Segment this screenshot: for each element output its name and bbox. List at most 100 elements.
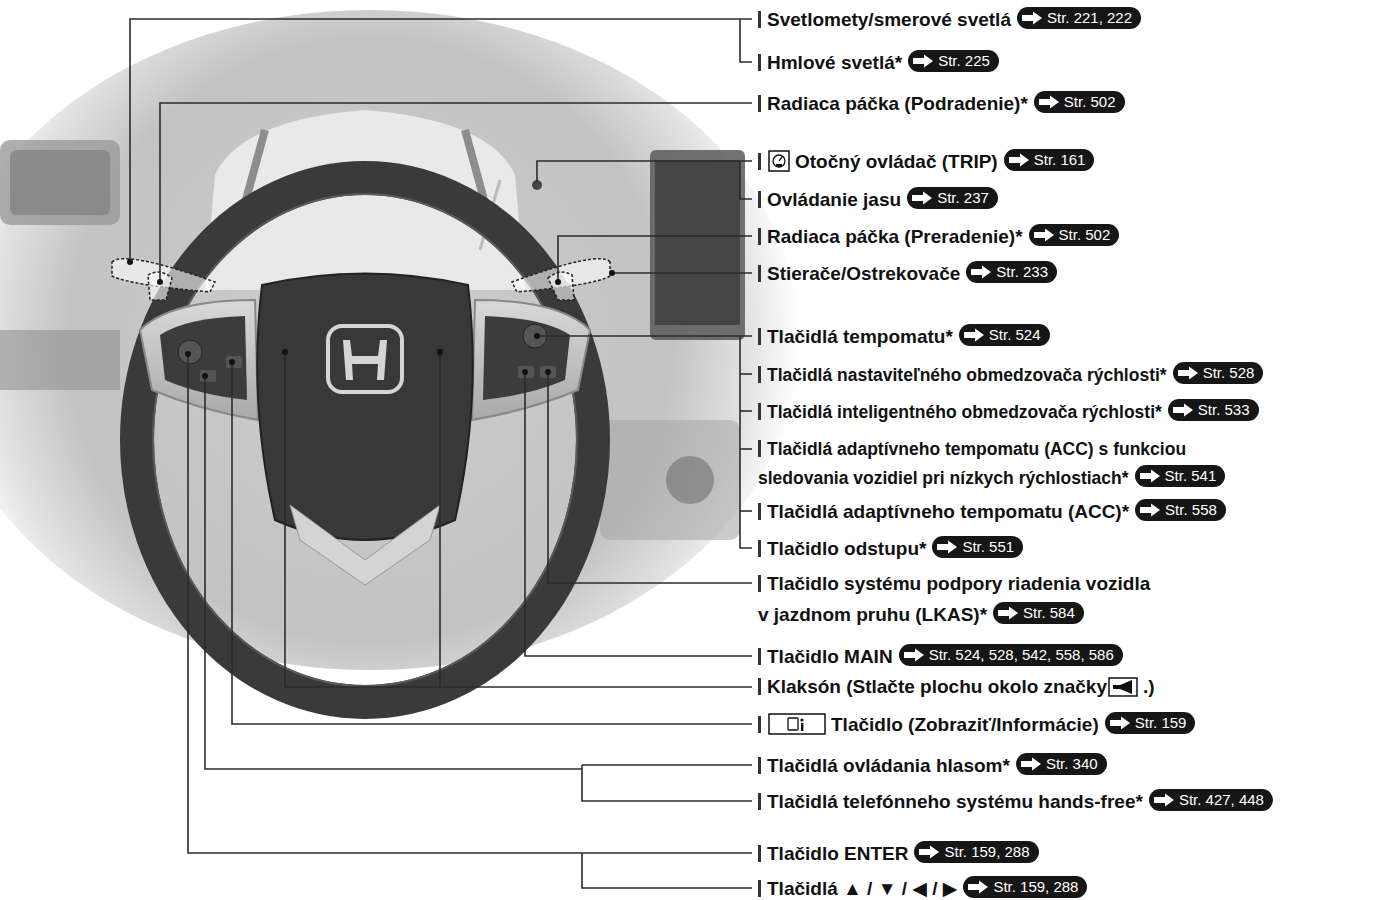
page-reference: Str. 558 [1135,499,1226,521]
label-bar [758,575,761,592]
label-bar [758,678,761,695]
part-label: Tlačidlo odstupu* [767,538,926,559]
label-bar [758,845,761,862]
page-number: Str. 340 [1046,754,1098,774]
page-reference: Str. 161 [1004,149,1095,171]
part-label: Tlačidlo systému podpory riadenia vozidl… [758,573,1150,625]
arrow-shape [1140,504,1160,517]
arrow-icon [1021,11,1043,25]
page-number: Str. 225 [938,51,990,71]
callout-row: Tlačidlá ▲ / ▼ / ◀ / ▶ Str. 159, 288 [758,876,1087,900]
part-label: Tlačidlá tempomatu* [767,326,953,347]
arrow-icon [903,648,925,662]
steering-wheel [112,178,610,702]
arrow-icon [967,880,989,894]
callout-row: Tlačidlo odstupu* Str. 551 [758,536,1023,561]
arrow-icon [936,540,958,554]
arrow-icon [963,328,985,342]
disp-symbol [768,713,826,735]
trip-icon [768,150,790,178]
part-label: Tlačidlá ▲ / ▼ / ◀ / ▶ [767,878,957,899]
label-bar [758,440,761,457]
arrow-icon [912,54,934,68]
label-bar [758,716,761,733]
page-number: Str. 584 [1023,603,1075,623]
page-reference: Str. 225 [908,50,999,72]
callout-row: Tlačidlo (Zobraziť/Informácie)Str. 159 [758,712,1195,741]
part-label: Tlačidlá adaptívneho tempomatu (ACC) s f… [758,439,1186,488]
horn-symbol [1108,677,1138,697]
callout-row: Tlačidlá tempomatu* Str. 524 [758,324,1050,349]
page-reference: Str. 159, 288 [914,841,1038,863]
label-bar [758,757,761,774]
page-reference: Str. 159, 288 [963,876,1087,898]
label-bar [758,265,761,282]
page-reference: Str. 427, 448 [1149,789,1273,811]
part-label: Tlačidlá telefónneho systému hands-free* [767,791,1143,812]
arrow-shape [998,607,1018,620]
page-number: Str. 533 [1198,400,1250,420]
page-number: Str. 524 [989,325,1041,345]
label-bar [758,880,761,897]
arrow-icon [1139,469,1161,483]
arrow-icon [1038,95,1060,109]
label-bar [758,54,761,71]
callout-row: Stierače/OstrekovačeStr. 233 [758,261,1057,286]
page-number: Str. 558 [1165,500,1217,520]
part-label: Otočný ovládač (TRIP) [795,151,998,172]
part-label: Hmlové svetlá* [767,52,902,73]
part-label: Tlačidlá nastaviteľného obmedzovača rých… [767,365,1167,385]
arrow-icon [970,265,992,279]
callout-row: Tlačidlá inteligentného obmedzovača rých… [758,399,1259,424]
page-number: Str. 221, 222 [1047,8,1132,28]
label-bar [758,228,761,245]
arrow-icon [1139,503,1161,517]
page-number: Str. 159, 288 [944,842,1029,862]
callout-row: Tlačidlo ENTER Str. 159, 288 [758,841,1039,866]
label-bar [758,403,761,420]
part-label: Tlačidlo ENTER [767,843,908,864]
page-number: Str. 502 [1059,225,1111,245]
part-label: Stierače/Ostrekovače [767,263,960,284]
label-bar [758,648,761,665]
arrow-shape [1039,96,1059,109]
callout-row: Tlačidlá adaptívneho tempomatu (ACC)*Str… [758,499,1226,524]
arrow-shape [1009,154,1029,167]
dashboard-photo [0,10,800,670]
arrow-icon [1109,716,1131,730]
page-number: Str. 427, 448 [1179,790,1264,810]
callout-row: Tlačidlo MAINStr. 524, 528, 542, 558, 58… [758,644,1123,669]
label-bar [758,793,761,810]
page-reference: Str. 524 [959,324,1050,346]
label-bar [758,153,761,170]
page-reference: Str. 551 [932,536,1023,558]
arrow-shape [1034,229,1054,242]
callout-row: Radiaca páčka (Preradenie)* Str. 502 [758,224,1119,249]
page-number: Str. 159, 288 [993,877,1078,897]
callout-row: Tlačidlá nastaviteľného obmedzovača rých… [758,362,1263,387]
arrow-shape [1110,717,1130,730]
arrow-icon [1033,228,1055,242]
part-label: .) [1143,676,1155,697]
arrow-icon [911,191,933,205]
page-reference: Str. 502 [1029,224,1120,246]
page-number: Str. 528 [1203,363,1255,383]
part-label: Radiaca páčka (Preradenie)* [767,226,1023,247]
part-label: Tlačidlá ovládania hlasom* [767,755,1010,776]
arrow-icon [1172,403,1194,417]
arrow-icon [1153,793,1175,807]
arrow-shape [904,649,924,662]
arrow-icon [1177,366,1199,380]
page-reference: Str. 584 [993,602,1084,624]
page-number: Str. 551 [962,537,1014,557]
arrow-shape [1178,367,1198,380]
arrow-icon [918,845,940,859]
label-bar [758,503,761,520]
horn-icon [1108,677,1138,703]
page-reference: Str. 340 [1016,753,1107,775]
page-number: Str. 237 [937,188,989,208]
callout-row: Tlačidlá telefónneho systému hands-free*… [758,789,1273,814]
arrow-shape [912,192,932,205]
callout-row: Tlačidlo systému podpory riadenia vozidl… [758,568,1153,630]
page-reference: Str. 502 [1034,91,1125,113]
